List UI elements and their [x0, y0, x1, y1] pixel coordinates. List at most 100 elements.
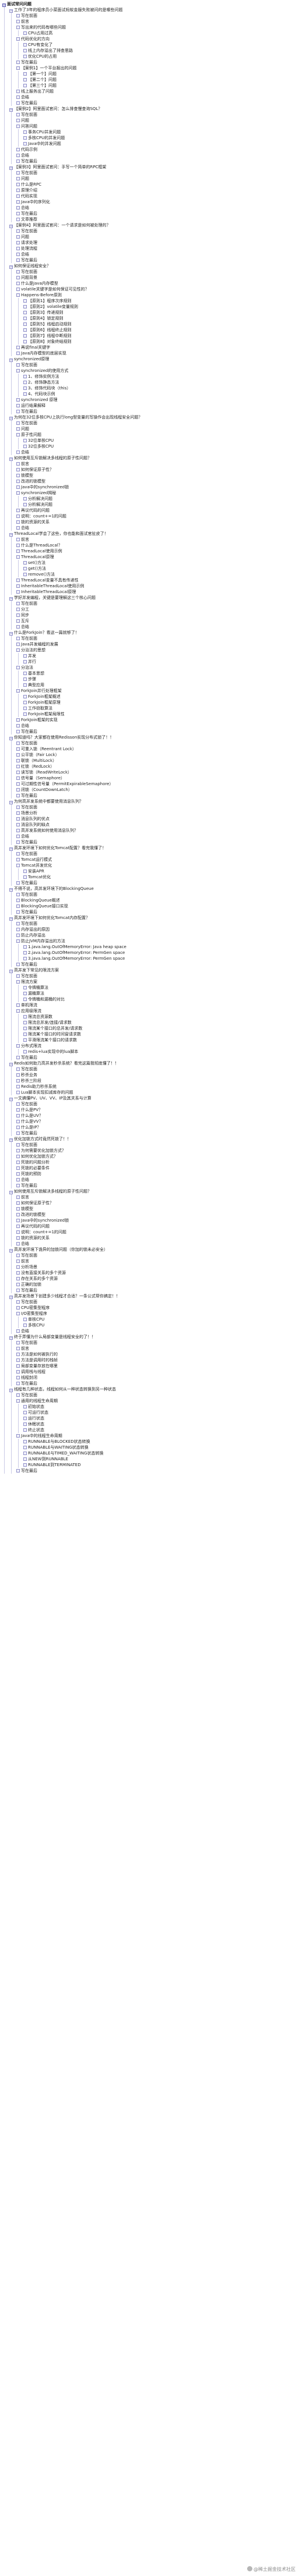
outline-item[interactable]: 分治法	[0, 665, 299, 670]
collapse-toggle-icon[interactable]	[16, 95, 20, 99]
outline-item[interactable]: 1.java.lang.OutOfMemoryError: Java heap …	[0, 944, 299, 950]
outline-item[interactable]: ForkJoin框架原理	[0, 700, 299, 705]
outline-item[interactable]: get()方法	[0, 566, 299, 572]
outline-item[interactable]: InheritableThreadLocal原理	[0, 589, 299, 595]
collapse-toggle-icon[interactable]	[23, 707, 27, 710]
collapse-toggle-icon[interactable]	[16, 253, 20, 256]
outline-item[interactable]: Redis助力秒杀系统	[0, 1084, 299, 1090]
collapse-toggle-icon[interactable]: −	[9, 1388, 13, 1392]
outline-item[interactable]: CPU密集型程序	[0, 1305, 299, 1311]
outline-item[interactable]: 正确的加锁	[0, 1282, 299, 1287]
collapse-toggle-icon[interactable]	[23, 497, 27, 501]
outline-item[interactable]: synchronized揭秘	[0, 490, 299, 496]
collapse-toggle-icon[interactable]	[16, 404, 20, 407]
outline-section[interactable]: −优化加锁方式时竟然死锁了！！	[0, 1136, 299, 1142]
outline-section[interactable]: −高并发场景下创建多少线程才合适？一条公式帮你搞定！！	[0, 1293, 299, 1299]
collapse-toggle-icon[interactable]: −	[2, 3, 6, 7]
outline-item[interactable]: 基本思想	[0, 670, 299, 676]
collapse-toggle-icon[interactable]	[23, 1452, 27, 1455]
outline-item[interactable]: Tomcat运行模式	[0, 857, 299, 863]
outline-item[interactable]: 改进的锁模型	[0, 478, 299, 484]
collapse-toggle-icon[interactable]	[16, 206, 20, 210]
outline-item[interactable]: 【原则3】传递规则	[0, 310, 299, 315]
outline-item[interactable]: 写在前面	[0, 1101, 299, 1107]
outline-item[interactable]: synchronized的使用方式	[0, 368, 299, 374]
collapse-toggle-icon[interactable]	[23, 1027, 27, 1030]
outline-item[interactable]: 步骤	[0, 676, 299, 682]
outline-item[interactable]: RUNNABLE与BLOCKED状态转换	[0, 1439, 299, 1445]
outline-item[interactable]: 【原则1】程序次序规则	[0, 298, 299, 304]
collapse-toggle-icon[interactable]	[16, 1126, 20, 1129]
collapse-toggle-icon[interactable]	[16, 625, 20, 629]
outline-item[interactable]: 死锁的必要条件	[0, 1165, 299, 1171]
collapse-toggle-icon[interactable]	[23, 1015, 27, 1019]
collapse-toggle-icon[interactable]	[16, 1347, 20, 1350]
outline-item[interactable]: 总结	[0, 94, 299, 100]
collapse-toggle-icon[interactable]	[23, 951, 27, 955]
outline-section[interactable]: −Redis如何助力高并发秒杀系统？看完这篇我彻底懂了！！	[0, 1060, 299, 1066]
collapse-toggle-icon[interactable]	[16, 235, 20, 239]
collapse-toggle-icon[interactable]	[16, 689, 20, 693]
collapse-toggle-icon[interactable]	[16, 258, 20, 262]
outline-item[interactable]: Java中的并发问题	[0, 141, 299, 147]
collapse-toggle-icon[interactable]	[16, 212, 20, 215]
collapse-toggle-icon[interactable]	[16, 1195, 20, 1199]
outline-item[interactable]: 写在最后	[0, 961, 299, 967]
outline-item[interactable]: 前言	[0, 19, 299, 24]
outline-item[interactable]: 写在前面	[0, 420, 299, 426]
collapse-toggle-icon[interactable]	[23, 439, 27, 442]
collapse-toggle-icon[interactable]	[16, 893, 20, 896]
outline-item[interactable]: 锁的资源的关系	[0, 519, 299, 525]
collapse-toggle-icon[interactable]	[23, 1021, 27, 1024]
outline-item[interactable]: 【第一个】问题	[0, 71, 299, 77]
outline-section[interactable]: −如何使用互斥锁解决多线程的原子性问题？	[0, 1188, 299, 1194]
collapse-toggle-icon[interactable]	[16, 270, 20, 274]
outline-item[interactable]: 联锁（MultiLock）	[0, 758, 299, 764]
collapse-toggle-icon[interactable]: −	[9, 1097, 13, 1101]
collapse-toggle-icon[interactable]	[16, 352, 20, 355]
outline-item[interactable]: 互斥	[0, 618, 299, 624]
outline-item[interactable]: 方法是如何被执行的	[0, 1351, 299, 1357]
collapse-toggle-icon[interactable]	[16, 1434, 20, 1438]
collapse-toggle-icon[interactable]	[23, 683, 27, 687]
collapse-toggle-icon[interactable]	[16, 480, 20, 483]
collapse-toggle-icon[interactable]	[16, 538, 20, 541]
collapse-toggle-icon[interactable]	[23, 660, 27, 663]
outline-item[interactable]: 原子性问题	[0, 432, 299, 438]
outline-section[interactable]: −synchronized原理	[0, 356, 299, 362]
outline-item[interactable]: 写在最后	[0, 1130, 299, 1136]
collapse-toggle-icon[interactable]	[16, 1213, 20, 1216]
outline-item[interactable]: 写在前面	[0, 269, 299, 275]
outline-item[interactable]: 写在最后	[0, 59, 299, 65]
collapse-toggle-icon[interactable]	[16, 1329, 20, 1333]
collapse-toggle-icon[interactable]	[23, 992, 27, 995]
collapse-toggle-icon[interactable]	[23, 84, 27, 87]
collapse-toggle-icon[interactable]	[23, 503, 27, 506]
collapse-toggle-icon[interactable]	[23, 695, 27, 698]
collapse-toggle-icon[interactable]: −	[9, 888, 13, 892]
collapse-toggle-icon[interactable]	[16, 1149, 20, 1152]
outline-item[interactable]: 写在前面	[0, 636, 299, 641]
outline-item[interactable]: RUNNABLE与WAITING状态转换	[0, 1445, 299, 1450]
outline-item[interactable]: 总结	[0, 723, 299, 729]
collapse-toggle-icon[interactable]	[16, 1114, 20, 1117]
collapse-toggle-icon[interactable]	[16, 939, 20, 943]
outline-section[interactable]: −学好并发编程，关键是要理解这三个核心问题	[0, 595, 299, 601]
collapse-toggle-icon[interactable]	[16, 189, 20, 192]
collapse-toggle-icon[interactable]	[16, 20, 20, 23]
collapse-toggle-icon[interactable]	[16, 864, 20, 867]
outline-item[interactable]: 代码示例	[0, 147, 299, 152]
outline-item[interactable]: 3.java.lang.OutOfMemoryError: PermGen sp…	[0, 956, 299, 961]
outline-item[interactable]: 前言	[0, 537, 299, 542]
outline-item[interactable]: 总结	[0, 1328, 299, 1334]
outline-item[interactable]: 写在前面	[0, 1066, 299, 1072]
outline-item[interactable]: 运行状态	[0, 1415, 299, 1421]
outline-section[interactable]: −线程有几种状态，线程如何从一种状态转换到另一种状态	[0, 1386, 299, 1392]
collapse-toggle-icon[interactable]	[16, 474, 20, 477]
outline-item[interactable]: 什么是Java内存模型	[0, 281, 299, 286]
outline-item[interactable]: 令牌桶算法	[0, 985, 299, 991]
outline-item[interactable]: 典型应用	[0, 682, 299, 688]
collapse-toggle-icon[interactable]	[16, 1254, 20, 1257]
outline-item[interactable]: 再议代码的问题	[0, 508, 299, 513]
collapse-toggle-icon[interactable]	[16, 1161, 20, 1164]
